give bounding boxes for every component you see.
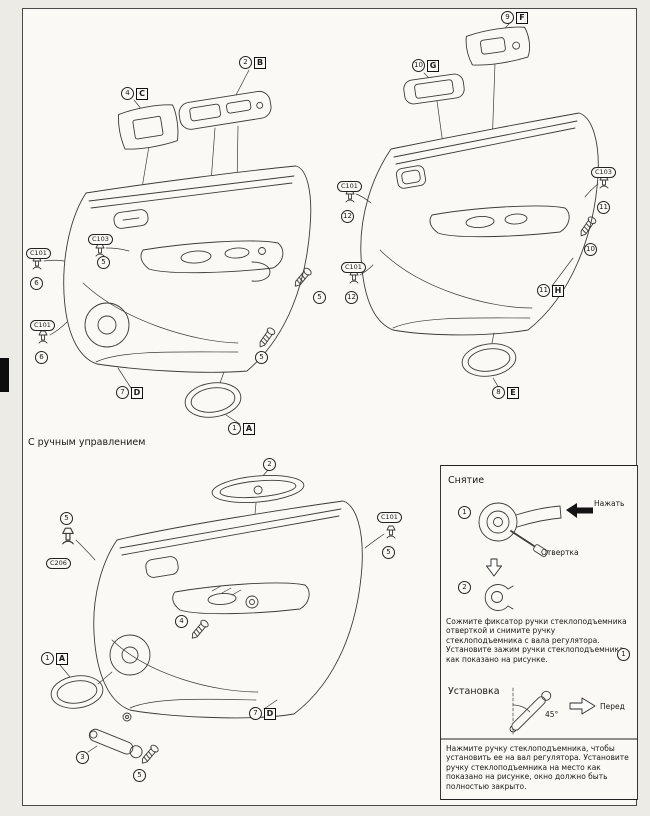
instruction-box: [440, 465, 638, 800]
connector-label: C103: [591, 167, 616, 178]
panel-letter: A: [56, 652, 68, 665]
removal-figure: [478, 502, 593, 611]
screwdriver-label: Отвертка: [541, 548, 579, 557]
callout-8E: 8 E: [492, 386, 519, 399]
step-number: 1: [617, 648, 630, 661]
callout-number: 6: [30, 277, 43, 290]
connector-label: C103: [88, 234, 113, 245]
removal-text: Сожмите фиксатор ручки стеклоподъемника …: [446, 617, 627, 664]
callout-number: 6: [35, 351, 48, 364]
callout-7D-manual: 7 D: [249, 707, 276, 720]
callout-number: 12: [345, 291, 358, 304]
callout-7D: 7 D: [116, 386, 143, 399]
panel-letter: B: [254, 56, 266, 69]
install-title: Установка: [448, 686, 500, 697]
connector-label: C101: [30, 320, 55, 331]
connector-label: C101: [377, 512, 402, 523]
panel-letter: H: [552, 284, 564, 297]
step-number: 1: [458, 506, 471, 519]
callout-number: 1: [41, 652, 54, 665]
callout-number: 3: [76, 751, 89, 764]
section-label: С ручным управлением: [28, 437, 146, 448]
callout-number: 12: [341, 210, 354, 223]
callout-number: 7: [249, 707, 262, 720]
callout-number: 5: [133, 769, 146, 782]
panel-letter: C: [136, 87, 148, 100]
page-edge-tab: [0, 358, 9, 392]
angle-label: 45°: [545, 710, 559, 719]
panel-letter: F: [516, 11, 528, 24]
callout-9F: 9 F: [501, 11, 528, 24]
callout-1A: 1 A: [228, 422, 255, 435]
callout-number: 2: [239, 56, 252, 69]
callout-number: 5: [97, 256, 110, 269]
forward-label: Перед: [600, 702, 625, 711]
callout-number: 10: [584, 243, 597, 256]
connector-label: C206: [46, 558, 71, 569]
press-label: Нажать: [594, 499, 625, 508]
panel-letter: G: [427, 59, 439, 72]
manual-door-diagram: [50, 469, 396, 767]
callout-number: 10: [412, 59, 425, 72]
callout-number: 7: [116, 386, 129, 399]
step-number: 2: [458, 581, 471, 594]
panel-letter: D: [264, 707, 276, 720]
callout-11H: 11 H: [537, 284, 564, 297]
callout-number: 4: [175, 615, 188, 628]
callout-number: 8: [492, 386, 505, 399]
installation-figure: [509, 687, 596, 735]
install-text: Нажмите ручку стеклоподъемника, чтобы ус…: [446, 744, 629, 791]
callout-number: 5: [382, 546, 395, 559]
callout-number: 11: [537, 284, 550, 297]
panel-letter: E: [507, 386, 519, 399]
callout-number: 11: [597, 201, 610, 214]
callout-1A-manual: 1 A: [41, 652, 68, 665]
callout-number: 2: [263, 458, 276, 471]
callout-10G: 10 G: [412, 59, 439, 72]
callout-number: 5: [313, 291, 326, 304]
rear-door-diagram: [345, 23, 609, 389]
callout-number: 5: [60, 512, 73, 525]
callout-number: 4: [121, 87, 134, 100]
callout-2B: 2 B: [239, 56, 266, 69]
removal-title: Снятие: [448, 475, 485, 486]
callout-number: 9: [501, 11, 514, 24]
callout-number: 5: [255, 351, 268, 364]
panel-letter: D: [131, 386, 143, 399]
front-door-diagram: [32, 69, 313, 425]
connector-label: C101: [337, 181, 362, 192]
panel-letter: A: [243, 422, 255, 435]
connector-label: C101: [341, 262, 366, 273]
connector-label: C101: [26, 248, 51, 259]
callout-number: 1: [228, 422, 241, 435]
callout-4C: 4 C: [121, 87, 148, 100]
